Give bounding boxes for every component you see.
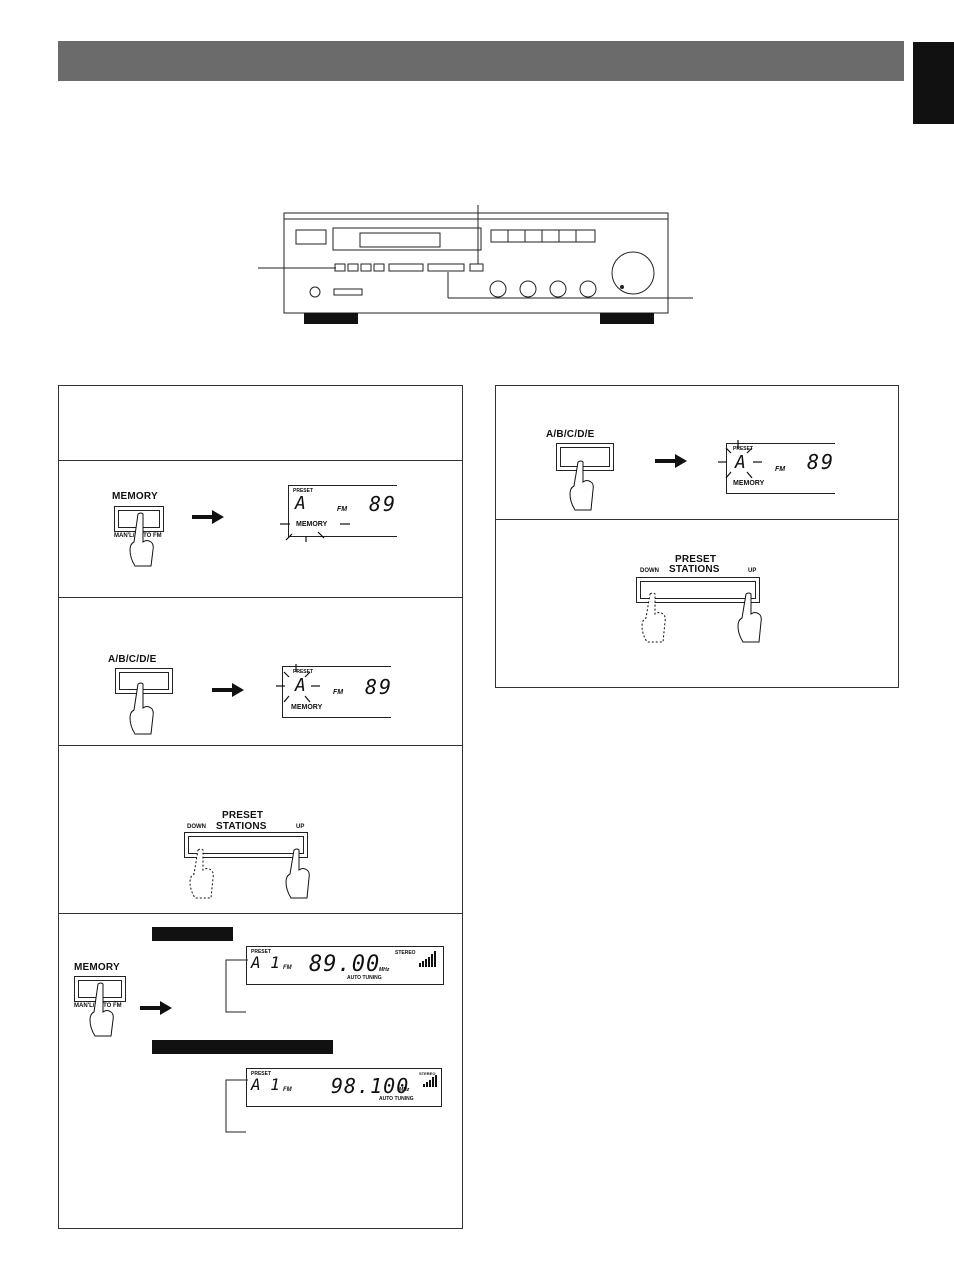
hand-press-icon — [89, 982, 114, 1037]
lcd-frequency: 98.100 — [331, 1074, 410, 1098]
hand-press-icon — [285, 848, 310, 899]
lcd-frequency: 89 — [365, 675, 394, 699]
lcd-auto-tuning-indicator: AUTO TUNING — [379, 1096, 414, 1102]
lcd-display-bank-blink: PRESET A FM 89 MEMORY — [282, 666, 391, 718]
lcd-station-number: A 1 — [251, 1075, 280, 1094]
down-label: DOWN — [187, 824, 206, 830]
lcd-display-memory-blink: PRESET A FM 89 MEMORY — [288, 485, 397, 537]
hand-press-icon — [737, 592, 762, 643]
lcd-display-bank-blink: PRESET A FM 89 MEMORY — [726, 443, 835, 494]
hand-press-icon — [129, 512, 154, 567]
abcde-button[interactable] — [115, 668, 173, 694]
language-side-tab — [913, 42, 954, 124]
preset-label: PRESET — [222, 810, 264, 821]
lcd-display-full-stored-alt: PRESET A 1 FM 98.100 MHz STEREO AUTO TUN… — [246, 1068, 442, 1107]
blink-rays-icon — [718, 440, 762, 479]
lcd-memory-indicator: MEMORY — [296, 521, 328, 528]
hand-press-dotted-icon — [189, 848, 214, 899]
note-label-bar — [152, 1040, 333, 1054]
lcd-preset-indicator: PRESET — [293, 669, 314, 675]
instruction-panel-left — [58, 385, 463, 1229]
lcd-bank-letter: A — [295, 675, 306, 696]
lcd-bank-letter: A — [295, 493, 306, 514]
lcd-station-number: A 1 — [251, 953, 280, 972]
signal-meter-icon — [423, 1075, 437, 1087]
lcd-mhz-indicator: MHz — [379, 967, 390, 973]
preset-label: PRESET — [675, 554, 717, 565]
blink-rays-icon — [276, 664, 320, 703]
lcd-frequency: 89.00 — [309, 952, 381, 977]
arrow-right-icon — [655, 454, 687, 468]
abcde-button-label: A/B/C/D/E — [546, 429, 595, 440]
step-divider — [59, 913, 462, 914]
step-divider — [496, 519, 898, 520]
lcd-preset-indicator: PRESET — [733, 446, 754, 452]
bracket-connector — [225, 959, 248, 1133]
lcd-auto-tuning-indicator: AUTO TUNING — [347, 975, 382, 981]
lcd-fm-indicator: FM — [333, 689, 344, 696]
instruction-panel-right — [495, 385, 899, 688]
arrow-right-icon — [192, 510, 224, 524]
abcde-button-label: A/B/C/D/E — [108, 654, 157, 665]
hand-press-icon — [129, 682, 154, 735]
hand-press-dotted-icon — [641, 592, 666, 643]
lcd-mhz-indicator: MHz — [399, 1087, 410, 1093]
hand-press-icon — [569, 460, 594, 511]
lcd-fm-indicator: FM — [283, 965, 292, 971]
lcd-memory-indicator: MEMORY — [733, 480, 765, 487]
up-label: UP — [748, 568, 757, 574]
abcde-button[interactable] — [556, 443, 614, 471]
step-divider — [59, 745, 462, 746]
down-label: DOWN — [640, 568, 659, 574]
lcd-stereo-indicator: STEREO — [419, 1071, 436, 1076]
preset-stations-rocker[interactable] — [184, 832, 308, 858]
lcd-bank-letter: A — [735, 452, 746, 473]
lcd-frequency: 89 — [807, 450, 836, 474]
lcd-preset-indicator: PRESET — [293, 488, 314, 494]
lcd-preset-indicator: PRESET — [251, 1071, 272, 1077]
stations-label: STATIONS — [669, 564, 720, 575]
memory-button-label: MEMORY — [112, 491, 158, 502]
lcd-memory-indicator: MEMORY — [291, 704, 323, 711]
blink-rays-icon — [280, 523, 350, 542]
lcd-frequency: 89 — [369, 492, 398, 516]
stations-label: STATIONS — [216, 821, 267, 832]
lcd-display-full-stored: PRESET A 1 FM 89.00 MHz STEREO AUTO TUNI… — [246, 946, 444, 985]
receiver-front-panel-illustration — [258, 205, 693, 324]
step-divider — [59, 597, 462, 598]
lcd-preset-indicator: PRESET — [251, 949, 272, 955]
preset-stations-rocker[interactable] — [636, 577, 760, 603]
lcd-fm-indicator: FM — [337, 506, 348, 513]
arrow-right-icon — [140, 1001, 172, 1015]
lcd-fm-indicator: FM — [775, 466, 786, 473]
section-header-bar — [58, 41, 904, 81]
memory-button-label: MEMORY — [74, 962, 120, 973]
up-label: UP — [296, 824, 305, 830]
note-label-bar — [152, 927, 233, 941]
lcd-stereo-indicator: STEREO — [395, 950, 416, 956]
arrow-right-icon — [212, 683, 244, 697]
lcd-fm-indicator: FM — [283, 1087, 292, 1093]
signal-meter-icon — [419, 951, 436, 967]
step-divider — [59, 460, 462, 461]
